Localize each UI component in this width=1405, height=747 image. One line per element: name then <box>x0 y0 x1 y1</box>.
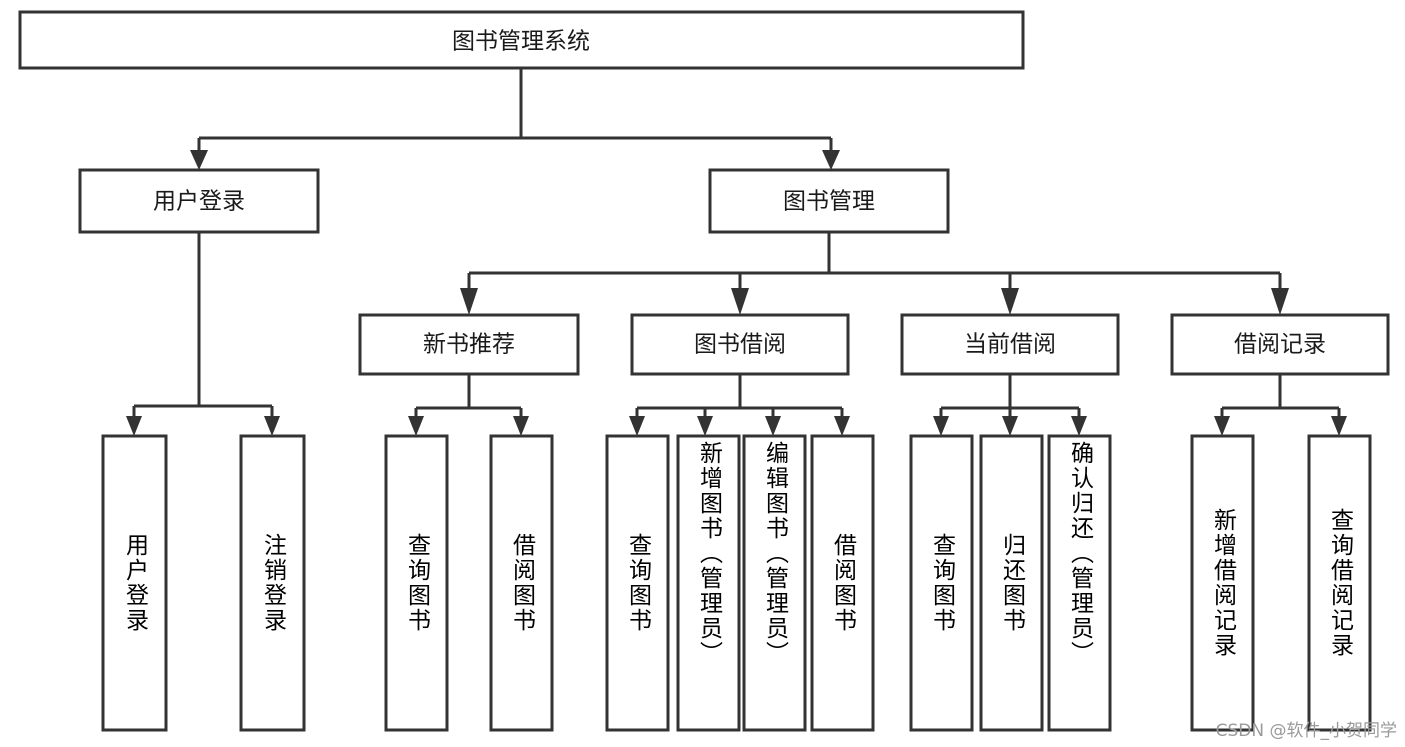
arrow-head-book-borrow <box>731 288 749 315</box>
arrow-head-leaf-query-book-3 <box>933 416 949 436</box>
node-leaf-add-record-box[interactable] <box>1190 434 1255 732</box>
node-current-borrow-label: 当前借阅 <box>964 332 1056 358</box>
node-current-borrow-box[interactable] <box>900 313 1120 376</box>
arrow-head-borrow-record <box>1271 288 1289 315</box>
node-leaf-query-book-1-label: 查询图书 <box>403 533 430 633</box>
node-book-borrow-label: 图书借阅 <box>694 332 786 358</box>
node-leaf-user-login-box[interactable] <box>101 434 168 732</box>
node-leaf-query-book-2-box[interactable] <box>605 434 670 732</box>
node-book-manage-box[interactable] <box>708 168 950 234</box>
node-leaf-user-login-label: 用户登录 <box>121 533 148 633</box>
arrow-head-leaf-borrow-book-2 <box>834 416 850 436</box>
node-leaf-edit-book-label: 编辑图书（管理员） <box>761 441 788 666</box>
node-current-borrow[interactable]: 当前借阅 <box>900 313 1120 376</box>
node-borrow-record-box[interactable] <box>1170 313 1390 376</box>
node-leaf-borrow-book-2-label: 借阅图书 <box>829 533 856 633</box>
node-leaf-confirm-return-box[interactable] <box>1047 434 1112 732</box>
node-user-login[interactable]: 用户登录 <box>78 168 320 234</box>
arrow-head-leaf-logout <box>264 416 280 436</box>
node-leaf-logout-label: 注销登录 <box>259 533 286 633</box>
node-leaf-confirm-return-label: 确认归还（管理员） <box>1066 441 1093 666</box>
node-leaf-return-book-box[interactable] <box>979 434 1044 732</box>
arrow-head-book-manage <box>822 150 840 170</box>
arrow-head-leaf-user-login <box>126 416 142 436</box>
node-borrow-record[interactable]: 借阅记录 <box>1170 313 1390 376</box>
node-new-book-rec-box[interactable] <box>358 313 580 376</box>
node-leaf-borrow-book-1-box[interactable] <box>489 434 554 732</box>
arrow-head-leaf-query-book-1 <box>408 416 424 436</box>
connector-layer <box>126 68 1347 436</box>
leaf-nodes-layer <box>101 434 1372 732</box>
node-root-label: 图书管理系统 <box>452 29 590 55</box>
node-borrow-record-label: 借阅记录 <box>1234 332 1326 358</box>
arrow-head-new-book-rec <box>460 288 478 315</box>
node-root[interactable]: 图书管理系统 <box>18 10 1025 70</box>
node-leaf-query-record-label: 查询借阅记录 <box>1326 508 1353 658</box>
arrow-head-leaf-query-record <box>1331 416 1347 436</box>
arrow-head-leaf-add-record <box>1214 416 1230 436</box>
node-leaf-add-book-label: 新增图书（管理员） <box>695 441 722 666</box>
node-leaf-logout-box[interactable] <box>239 434 306 732</box>
node-leaf-return-book-label: 归还图书 <box>998 533 1025 633</box>
arrow-head-leaf-query-book-2 <box>629 416 645 436</box>
node-user-login-label: 用户登录 <box>153 189 245 215</box>
node-leaf-query-record-box[interactable] <box>1307 434 1372 732</box>
arrow-head-leaf-return-book <box>1002 416 1018 436</box>
arrow-head-current-borrow <box>1001 288 1019 315</box>
node-leaf-borrow-book-1-label: 借阅图书 <box>508 533 535 633</box>
node-leaf-add-book-box[interactable] <box>676 434 741 732</box>
node-book-manage-label: 图书管理 <box>783 189 875 215</box>
node-book-manage[interactable]: 图书管理 <box>708 168 950 234</box>
arrow-head-leaf-borrow-book-1 <box>513 416 529 436</box>
node-user-login-box[interactable] <box>78 168 320 234</box>
node-book-borrow[interactable]: 图书借阅 <box>630 313 850 376</box>
node-new-book-rec-label: 新书推荐 <box>423 332 515 358</box>
node-leaf-query-book-3-label: 查询图书 <box>928 533 955 633</box>
arrow-head-user-login <box>190 150 208 170</box>
arrow-head-leaf-edit-book <box>765 416 781 436</box>
arrow-head-leaf-confirm-return <box>1071 416 1087 436</box>
node-leaf-query-book-1-box[interactable] <box>384 434 449 732</box>
node-leaf-query-book-2-label: 查询图书 <box>624 533 651 633</box>
node-root-box[interactable] <box>18 10 1025 70</box>
node-book-borrow-box[interactable] <box>630 313 850 376</box>
node-leaf-add-record-label: 新增借阅记录 <box>1209 508 1236 658</box>
arrow-head-leaf-add-book <box>697 416 713 436</box>
node-leaf-edit-book-box[interactable] <box>742 434 807 732</box>
node-leaf-borrow-book-2-box[interactable] <box>810 434 875 732</box>
node-new-book-rec[interactable]: 新书推荐 <box>358 313 580 376</box>
node-leaf-query-book-3-box[interactable] <box>909 434 974 732</box>
